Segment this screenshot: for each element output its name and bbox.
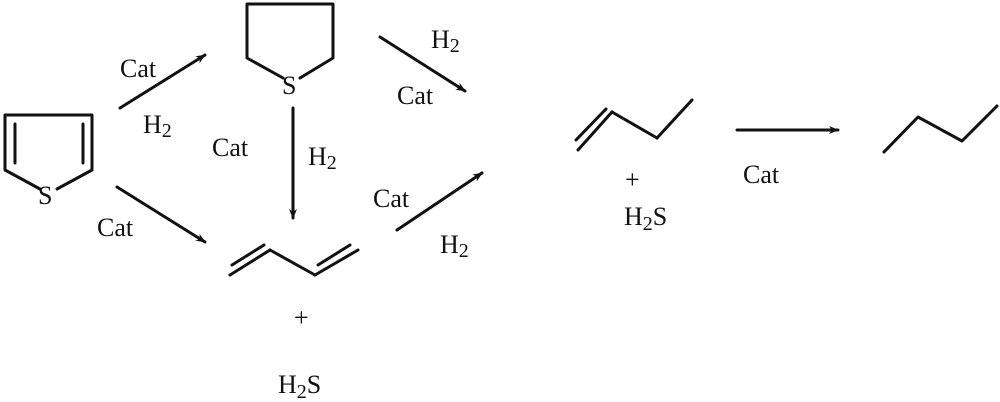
arrow-thiophene-to-butadiene [115,185,207,244]
hydrogen-label: H2 [431,25,460,57]
catalyst-label: Cat [743,160,780,189]
catalyst-label: Cat [212,133,249,162]
butane-molecule [882,104,999,154]
tetrahydrothiophene-molecule: S [245,2,335,100]
butene-molecule: + H2S [574,98,694,235]
catalyst-label: Cat [97,213,134,242]
hydrogen-label: H2 [308,142,337,174]
butadiene-molecule: + H2S [228,243,360,402]
h2s-label: H2S [278,370,321,402]
catalyst-label: Cat [373,184,410,213]
h2s-label: H2S [624,202,667,235]
arrow-thiophene-to-tetrahydrothiophene [118,53,207,110]
thiophene-molecule: S [3,113,94,210]
catalyst-label: Cat [120,54,157,83]
plus-sign: + [294,303,309,332]
sulfur-atom-label: S [282,71,296,100]
sulfur-atom-label: S [38,181,52,210]
hydrogen-label: H2 [143,110,172,142]
plus-sign: + [625,165,640,194]
arrow-butadiene-to-butene [395,171,484,232]
arrow-tetrahydrothiophene-to-butene [378,35,467,93]
catalyst-label: Cat [397,81,434,110]
hydrogen-label: H2 [440,230,469,262]
